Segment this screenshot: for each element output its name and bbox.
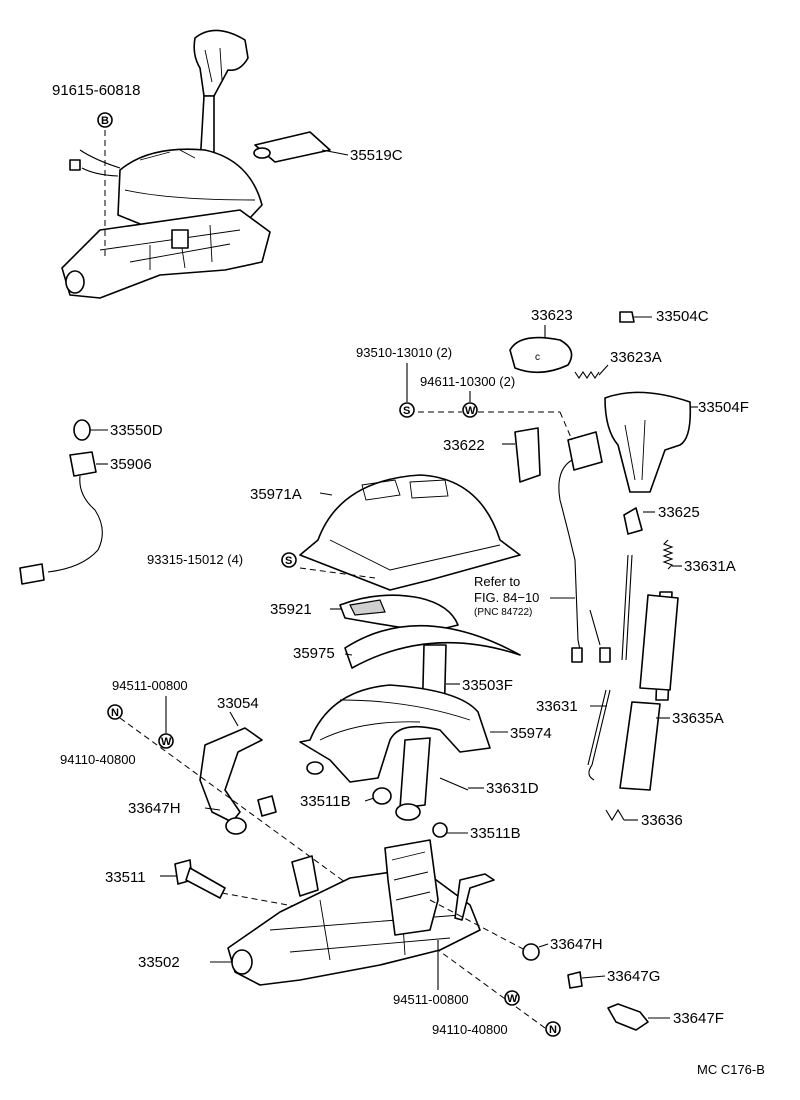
label-94110-40800-bottom: 94110-40800 [432, 1022, 508, 1037]
complete-shifter-assembly-drawing [61, 29, 349, 299]
label-33504f: 33504F [698, 399, 749, 416]
label-33631: 33631 [536, 698, 578, 715]
symbol-w-bottom: W [507, 993, 518, 1005]
refer-line-1: Refer to [474, 574, 520, 589]
symbol-n-left: N [111, 707, 119, 719]
console-covers-drawing [299, 474, 521, 821]
label-33502: 33502 [138, 954, 180, 971]
label-35921: 35921 [270, 601, 312, 618]
label-33631a: 33631A [684, 558, 736, 575]
label-93315-15012: 93315-15012 (4) [147, 552, 243, 567]
symbol-s-mid: S [285, 555, 292, 567]
symbol-s-top: S [403, 405, 410, 417]
label-94511-00800-bottom: 94511-00800 [393, 992, 469, 1007]
label-33511b-left: 33511B [300, 793, 351, 810]
symbol-w-top: W [465, 405, 476, 417]
label-33504c: 33504C [656, 308, 709, 325]
label-93510-13010: 93510-13010 (2) [356, 345, 452, 360]
base-plate-33502-drawing [160, 822, 670, 1031]
label-33511b-right: 33511B [470, 825, 521, 842]
label-33636: 33636 [641, 812, 683, 829]
label-33511: 33511 [105, 869, 146, 886]
figure-code: MC C176-B [697, 1062, 765, 1077]
label-94110-40800-left: 94110-40800 [60, 752, 136, 767]
knob-parts-drawing: c [418, 311, 698, 822]
label-94511-00800-left: 94511-00800 [112, 678, 188, 693]
label-33054: 33054 [217, 695, 259, 712]
label-33623: 33623 [531, 307, 573, 324]
label-33550d: 33550D [110, 422, 163, 439]
refer-line-3: (PNC 84722) [474, 607, 532, 618]
label-35974: 35974 [510, 725, 552, 742]
label-33635a: 33635A [672, 710, 724, 727]
label-33647h-right: 33647H [550, 936, 603, 953]
label-33503f: 33503F [462, 677, 513, 694]
symbol-b: B [101, 115, 109, 127]
label-33631d: 33631D [486, 780, 539, 797]
label-33622: 33622 [443, 437, 485, 454]
label-35975: 35975 [293, 645, 335, 662]
label-33625: 33625 [658, 504, 700, 521]
label-35519c: 35519C [350, 147, 403, 164]
switch-35906-drawing [19, 419, 108, 585]
symbol-w-left: W [161, 736, 172, 748]
label-33623a: 33623A [610, 349, 662, 366]
label-35906: 35906 [110, 456, 152, 473]
label-33647f: 33647F [673, 1010, 724, 1027]
label-33647g: 33647G [607, 968, 660, 985]
bracket-33054-drawing [119, 711, 546, 1029]
refer-line-2: FIG. 84−10 [474, 590, 539, 605]
svg-text:c: c [535, 352, 540, 363]
label-35971a: 35971A [250, 486, 302, 503]
label-33647h-left: 33647H [128, 800, 181, 817]
symbol-n-bottom: N [549, 1024, 557, 1036]
label-94611-10300: 94611-10300 (2) [420, 374, 515, 389]
label-91615-60818: 91615-60818 [52, 82, 140, 99]
